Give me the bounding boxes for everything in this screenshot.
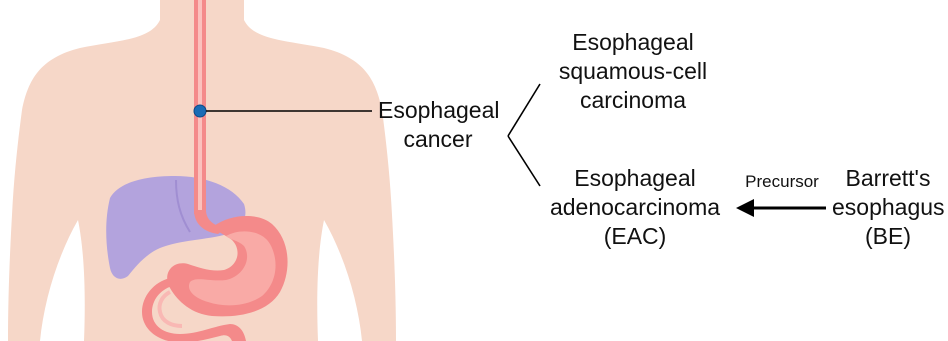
label-precursor: Precursor	[732, 172, 832, 192]
label-esophageal-cancer-line-1: Esophageal	[378, 96, 498, 125]
label-esophageal-cancer: Esophageal cancer	[378, 96, 498, 154]
label-esophageal-cancer-line-2: cancer	[378, 125, 498, 154]
label-barretts-line-2: esophagus	[832, 193, 944, 222]
label-squamous-line-2: squamous-cell	[548, 57, 718, 86]
branch-line-top	[508, 84, 540, 136]
label-squamous-line-1: Esophageal	[548, 28, 718, 57]
label-precursor-text: Precursor	[732, 172, 832, 192]
label-adeno-line-3: (EAC)	[540, 222, 730, 251]
arrow-left-icon	[736, 199, 754, 217]
label-adeno-line-1: Esophageal	[540, 164, 730, 193]
label-barretts-esophagus: Barrett's esophagus (BE)	[832, 164, 944, 251]
label-squamous-cell-carcinoma: Esophageal squamous-cell carcinoma	[548, 28, 718, 115]
label-squamous-line-3: carcinoma	[548, 86, 718, 115]
tumor-marker-icon	[194, 105, 206, 117]
label-barretts-line-3: (BE)	[832, 222, 944, 251]
branch-line-bottom	[508, 136, 540, 186]
label-adenocarcinoma: Esophageal adenocarcinoma (EAC)	[540, 164, 730, 251]
label-adeno-line-2: adenocarcinoma	[540, 193, 730, 222]
label-barretts-line-1: Barrett's	[832, 164, 944, 193]
